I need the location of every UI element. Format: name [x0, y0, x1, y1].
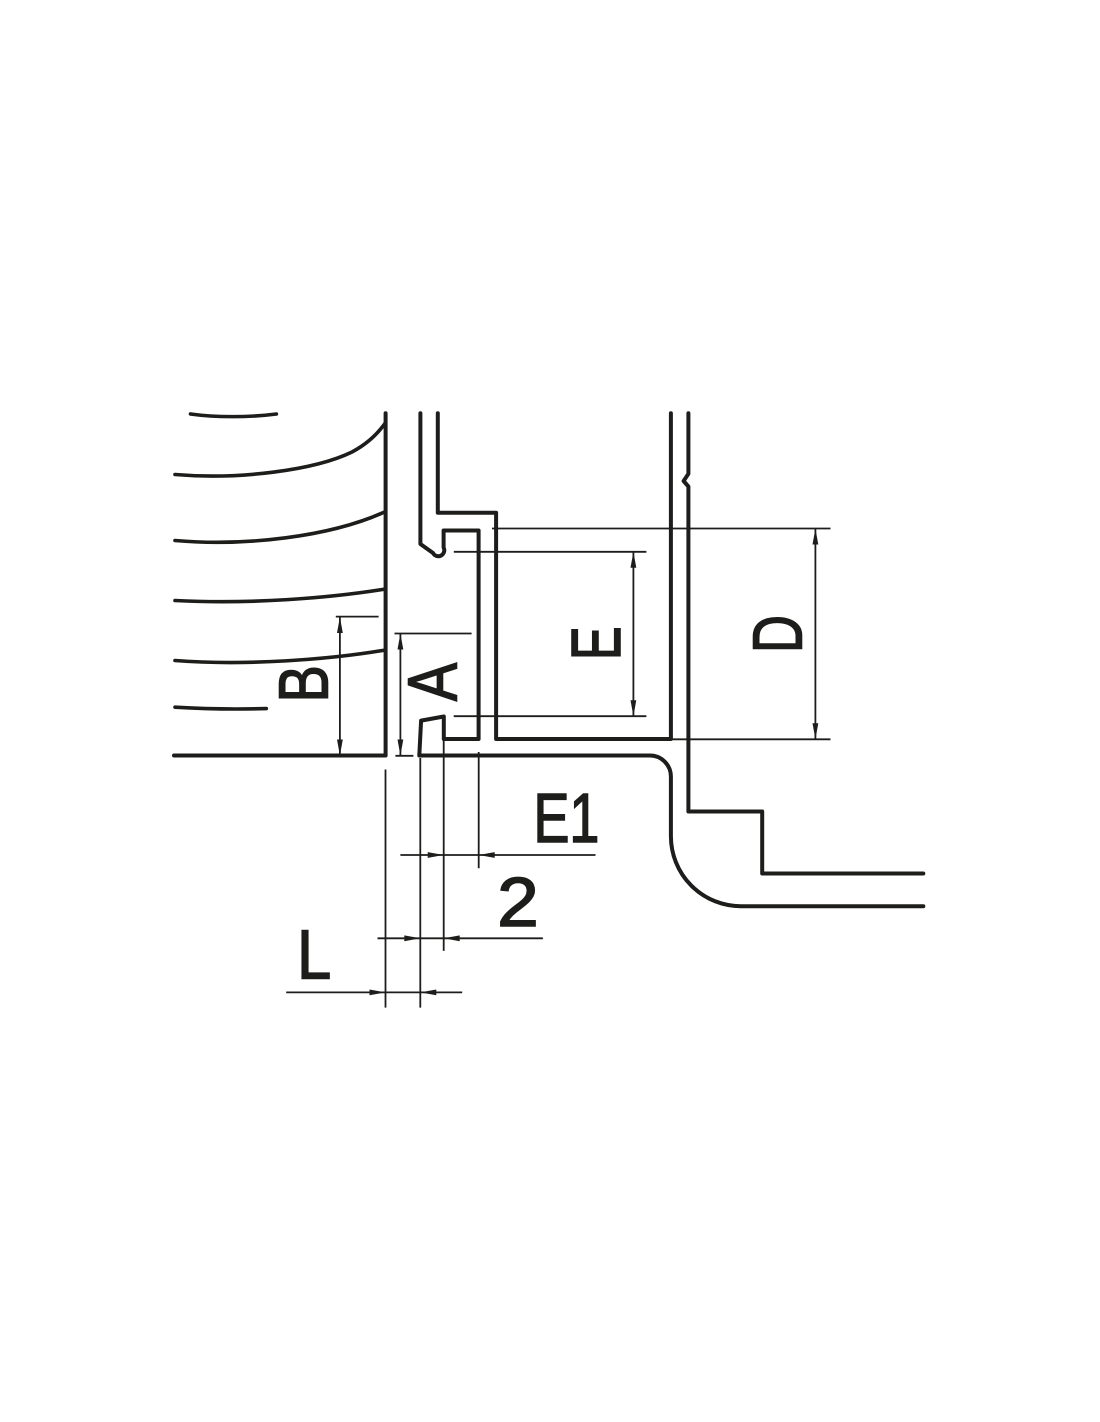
dimension-lines [286, 528, 817, 994]
tire-arc-5 [173, 648, 388, 665]
tire-arc-4 [173, 587, 388, 604]
label-E1: E1 [533, 779, 599, 857]
tire-arc-1 [188, 412, 279, 419]
tire-arc-2 [173, 420, 388, 478]
arrow-B-up [337, 617, 343, 633]
label-D: D [739, 615, 817, 653]
label-B: B [266, 665, 343, 702]
arrow-E-down [630, 700, 637, 717]
arrow-E1-right [427, 852, 444, 858]
arrow-D-up [812, 528, 819, 545]
label-2: 2 [497, 863, 539, 941]
arrow-L-left [420, 989, 437, 996]
arrow-A-down [397, 739, 404, 756]
arrow-E-up [630, 551, 637, 568]
extension-lines [335, 527, 831, 1008]
dimension-arrowheads [337, 528, 819, 996]
tire-block-outline [172, 411, 388, 758]
arrow-A-up [397, 633, 404, 650]
tire-arc-3 [173, 509, 388, 545]
label-A: A [393, 663, 472, 702]
arrow-E1-left [478, 852, 495, 858]
tire-section-arcs [173, 412, 388, 711]
rim-hook-outer-contour [417, 411, 926, 909]
hub-bore-contour [681, 411, 926, 876]
tire-arc-6 [173, 705, 269, 711]
label-E: E [557, 626, 635, 660]
arrow-2-left [443, 935, 460, 942]
arrow-L-right [369, 989, 386, 996]
arrow-D-down [812, 723, 819, 740]
part-outlines [172, 411, 926, 909]
dimension-labels: B A E D E1 2 L [265, 614, 818, 994]
arrow-B-down [337, 739, 343, 756]
label-L: L [297, 915, 331, 994]
arrow-2-right [404, 935, 421, 942]
rim-hook-inner-contour [435, 411, 673, 741]
